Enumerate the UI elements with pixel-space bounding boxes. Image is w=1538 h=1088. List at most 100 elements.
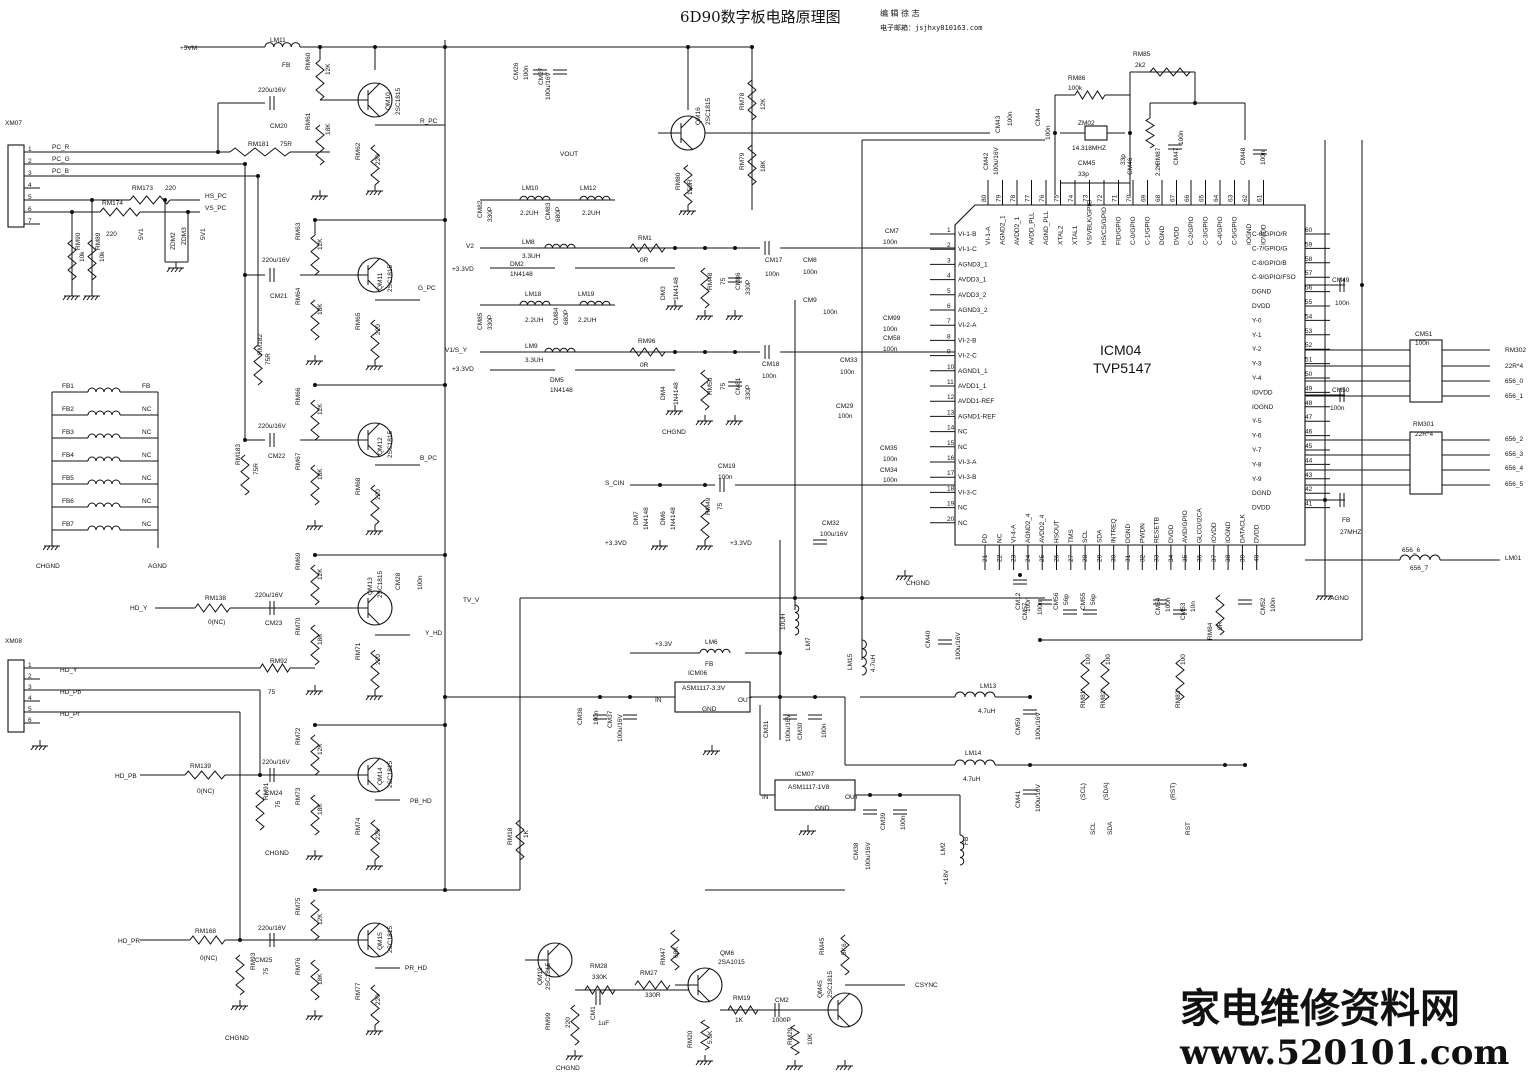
component-label: 2SA1015 <box>718 959 745 966</box>
component-label: RST <box>1185 822 1192 835</box>
component-label: LM01 <box>1505 555 1522 562</box>
watermark-url: www.520101.com <box>1179 1033 1509 1073</box>
component-label: 2SC1815 <box>387 431 394 458</box>
component-label: CM85 <box>477 312 484 330</box>
component-label: 18K <box>760 160 767 172</box>
component <box>525 942 573 978</box>
chip-pin-name: XTAL2 <box>1058 225 1065 245</box>
component-label: RM27 <box>640 970 658 977</box>
chip-pin-name: IOGND <box>1246 223 1253 245</box>
chip-pin-number: 66 <box>1184 194 1191 202</box>
component <box>629 243 666 253</box>
ground-hatch <box>314 195 319 201</box>
component-label: 330R <box>645 992 661 999</box>
component-label: 22R*4 <box>1415 431 1433 438</box>
component-label: LM2 <box>940 842 947 855</box>
component <box>253 344 263 386</box>
ground-hatch <box>725 420 730 426</box>
component-label: +3.3VD <box>452 266 474 273</box>
ground-hatch <box>798 830 803 836</box>
chip-pin-number: 62 <box>1242 194 1249 202</box>
component <box>593 714 607 720</box>
component-label: 100n <box>821 723 828 738</box>
component-label: 4.7uH <box>963 776 981 783</box>
component-label: (SCL) <box>1080 783 1087 800</box>
chip-pin-name: HSOUT <box>1054 520 1061 543</box>
component-label: RM68 <box>355 477 362 495</box>
chip-pin-number: 68 <box>1155 194 1162 202</box>
chip-pin-number: 80 <box>981 194 988 202</box>
component-label: LM12 <box>580 185 597 192</box>
component <box>370 649 380 691</box>
junction-dot <box>256 174 260 178</box>
component-label: 75 <box>720 382 727 390</box>
component-label: RM138 <box>205 595 226 602</box>
junction-dot <box>443 383 447 387</box>
component-label: (SDA) <box>1103 782 1110 800</box>
component-label: RM78 <box>739 92 746 110</box>
component-label: ZM02 <box>1078 120 1095 127</box>
chip-pin-name: C-0/GPIO <box>1130 216 1137 245</box>
component-label: 100n <box>1007 111 1014 126</box>
component <box>1339 493 1345 507</box>
ground-hatch <box>70 295 75 301</box>
component-label: 100 <box>1105 654 1112 665</box>
junction-dot <box>313 218 317 222</box>
component-label: CM23 <box>265 620 283 627</box>
chip-pin-number: 32 <box>1139 554 1146 562</box>
ground-hatch <box>699 1060 704 1066</box>
resistor-symbol <box>129 195 171 205</box>
component-label: V1/S_Y <box>445 347 468 354</box>
component-label: 100u/16V <box>1035 784 1042 812</box>
component <box>675 967 723 1003</box>
component-label: 1N4148 <box>510 271 533 278</box>
junction-dot <box>313 888 317 892</box>
component-label: 220u/16V <box>262 257 290 264</box>
ferrite-value: NC <box>142 521 152 528</box>
resistor-symbol <box>1175 659 1185 701</box>
component-label: RM79 <box>739 152 746 170</box>
chip-pin-number: 5 <box>947 288 951 295</box>
ground-hatch <box>313 1015 318 1021</box>
component-label: 220u/16V <box>258 87 286 94</box>
resistor-symbol <box>700 499 710 541</box>
component-label: SDA <box>1107 821 1114 835</box>
chip-pin-name: NC <box>958 429 968 436</box>
component-label: CM82 <box>477 200 484 218</box>
ground-hatch <box>373 1030 378 1036</box>
component-label: RM18 <box>507 827 514 845</box>
chip-ref: ICM04 <box>1100 342 1141 358</box>
component-label: 656_7 <box>1410 565 1428 572</box>
component-label: TV_V <box>463 597 480 604</box>
component <box>1238 599 1252 605</box>
component-label: 100n <box>900 815 907 830</box>
chip-pin-name: AVDD2_1 <box>1014 216 1021 245</box>
chip-pin-name: NC <box>996 533 1003 543</box>
ground-hatch <box>365 190 370 196</box>
chip-pin-name: IOGND <box>1225 521 1232 543</box>
chip-pin-name: IOVDD <box>1211 522 1218 543</box>
component <box>310 959 320 1001</box>
resistor-symbol <box>1215 594 1225 636</box>
component <box>1149 67 1191 77</box>
ground-hatch <box>707 545 712 551</box>
component-label: 0(NC) <box>200 955 217 962</box>
chip-pin-number: 48 <box>1305 400 1313 407</box>
ground-hatch <box>733 315 738 321</box>
ground-hatch <box>317 360 322 366</box>
junction-dot <box>1323 498 1327 502</box>
resistor-symbol <box>1145 117 1155 149</box>
chip-pin-name: Y-5 <box>1252 418 1262 425</box>
junction-dot <box>1028 763 1032 767</box>
component-label: 56p <box>1090 594 1097 605</box>
component-label: ICM06 <box>688 670 708 677</box>
chip-pin-number: 77 <box>1025 194 1032 202</box>
component-label: CHGND <box>556 1065 580 1072</box>
ground-hatch <box>309 525 314 531</box>
component-label: CM22 <box>268 453 286 460</box>
chip-pin-number: 69 <box>1141 194 1148 202</box>
component-label: 100n <box>803 269 818 276</box>
